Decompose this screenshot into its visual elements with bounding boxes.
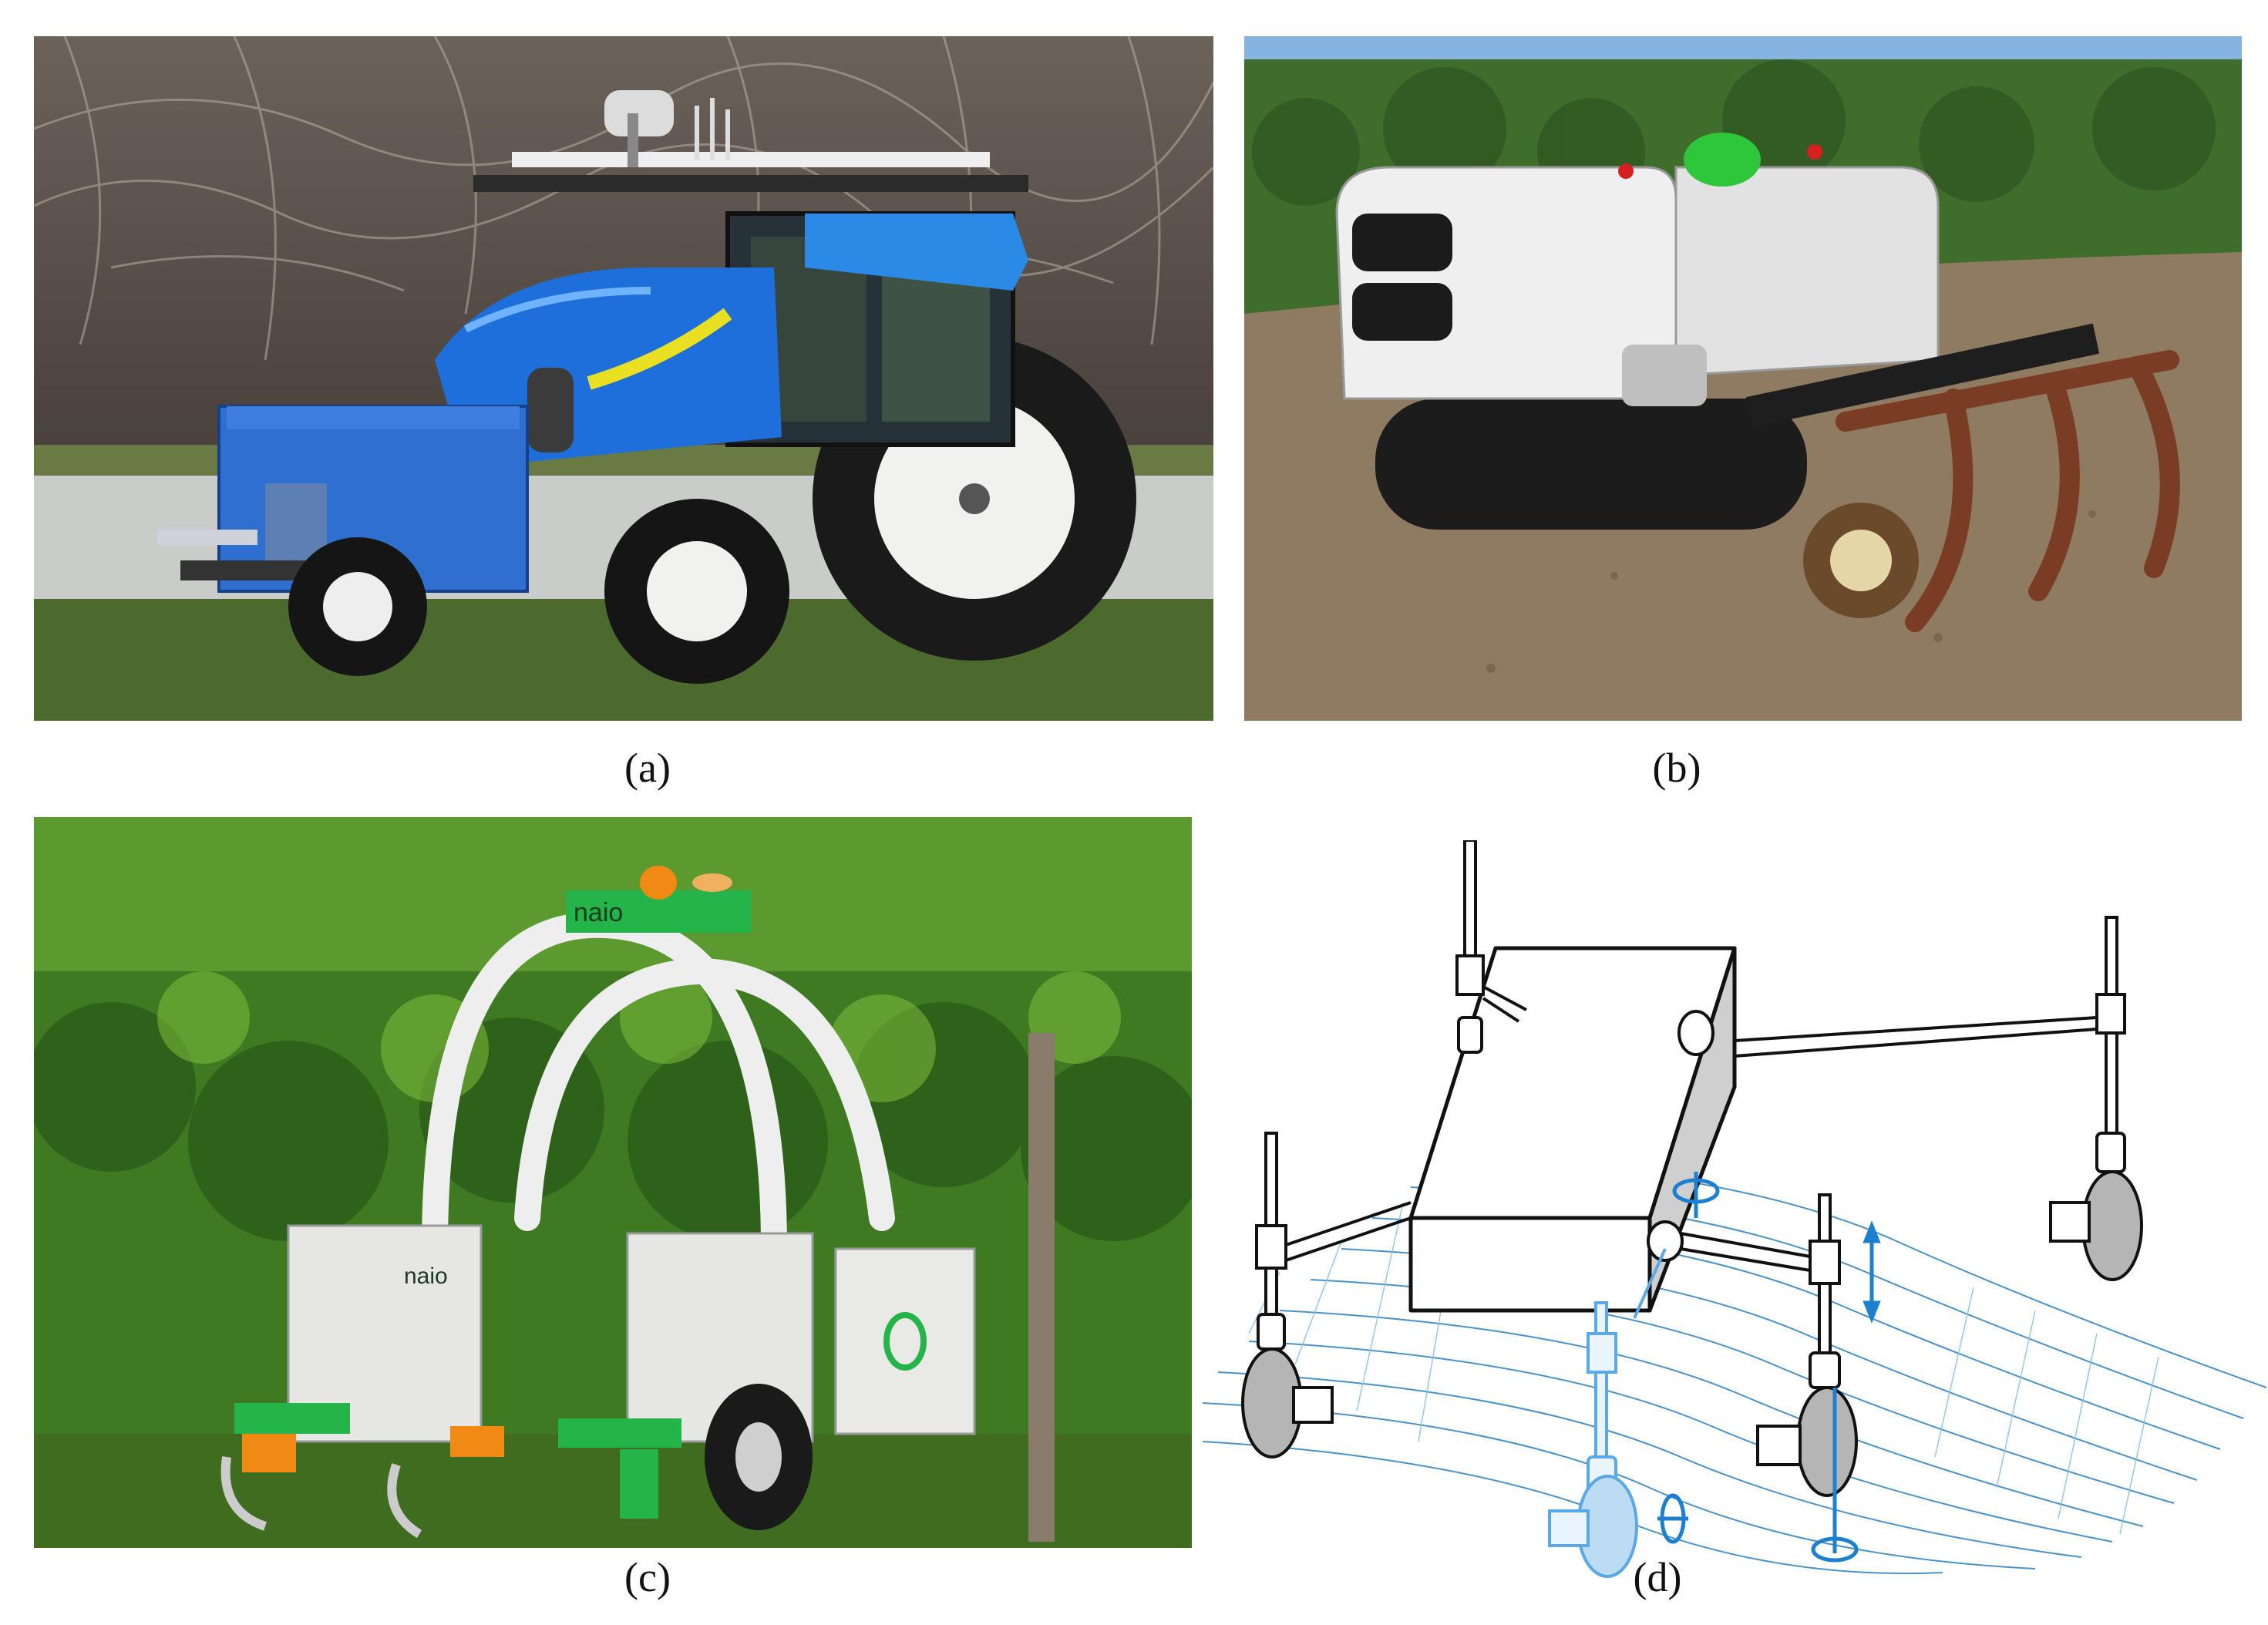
caption-b: (b) <box>1652 745 1701 791</box>
vertical-translation-arrow-icon <box>1863 1220 1881 1324</box>
legged-wheeled-robot-diagram <box>1203 840 2267 1578</box>
caption-d: (d) <box>1633 1554 1682 1600</box>
brand-logo-top: naio <box>574 898 623 927</box>
wheel-icon <box>1241 1170 2143 1497</box>
tractor-illustration <box>34 36 1213 721</box>
tracked-robot-illustration <box>1244 36 2242 721</box>
caption-a: (a) <box>624 745 671 791</box>
panel-c-vineyard-robot-photo: naio naio <box>34 817 1192 1548</box>
vineyard-robot-illustration: naio naio <box>34 817 1192 1548</box>
brand-logo-side: naio <box>404 1263 448 1289</box>
rotation-arrow-icon <box>1657 1172 1859 1563</box>
leg-icon <box>1255 840 2126 1389</box>
panel-b-tracked-robot-photo <box>1244 36 2242 721</box>
caption-c: (c) <box>624 1554 671 1600</box>
panel-d-robot-schematic <box>1203 840 2268 1580</box>
panel-a-tractor-photo <box>34 36 1213 721</box>
highlighted-leg-icon <box>1548 1248 1667 1578</box>
